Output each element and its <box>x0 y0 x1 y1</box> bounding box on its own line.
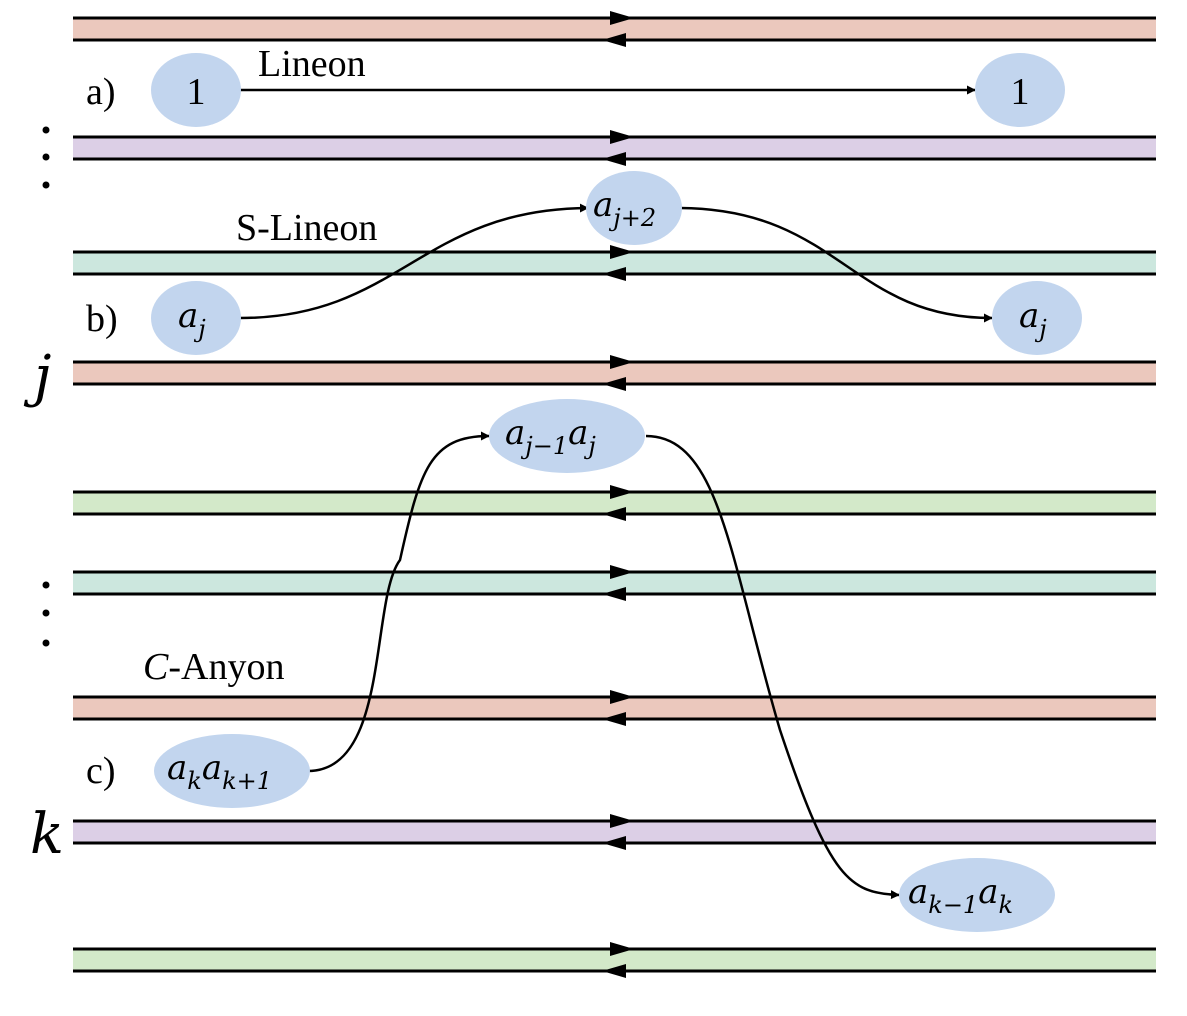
strip-fill <box>73 572 1156 594</box>
right-arrow-icon <box>610 355 634 369</box>
left-arrow-icon <box>602 33 626 47</box>
right-arrow-icon <box>610 130 634 144</box>
c-anyon-path-down <box>645 434 900 900</box>
right-arrow-icon <box>610 942 634 956</box>
c-anyon-path-up <box>307 431 490 773</box>
c-anyon-end-label: ak−1ak <box>908 872 1013 919</box>
left-arrow-icon <box>602 267 626 281</box>
lineon-start-bubble <box>151 53 241 127</box>
right-arrow-icon <box>610 565 634 579</box>
strip-8 <box>73 814 1156 850</box>
row-label-j: j <box>23 344 51 409</box>
lineon-end-label: 1 <box>1011 71 1030 113</box>
strip-2 <box>73 130 1156 166</box>
left-arrow-icon <box>602 152 626 166</box>
strip-4 <box>73 355 1156 391</box>
left-arrow-icon <box>602 712 626 726</box>
right-arrow-icon <box>610 814 634 828</box>
strip-3 <box>73 245 1156 281</box>
c-anyon-start-bubble <box>154 734 310 808</box>
lineon-end-bubble <box>975 53 1065 127</box>
strip-9 <box>73 942 1156 978</box>
c-anyon-start-label: akak+1 <box>167 748 272 795</box>
c-anyon-end-bubble <box>899 858 1055 932</box>
right-arrow-icon <box>610 485 634 499</box>
panel-a-label: a) <box>86 71 116 113</box>
strip-7 <box>73 690 1156 726</box>
s-lineon-start-bubble <box>151 281 241 355</box>
panel-a-title: Lineon <box>258 43 366 85</box>
strip-fill <box>73 362 1156 384</box>
panel-b-title: S-Lineon <box>236 207 377 249</box>
s-lineon-path-down <box>679 206 993 323</box>
s-lineon-mid-label: aj+2 <box>593 185 656 232</box>
strip-fill <box>73 252 1156 274</box>
lineon-start-label: 1 <box>187 71 206 113</box>
strip-fill <box>73 821 1156 843</box>
strip-fill <box>73 137 1156 159</box>
s-lineon-mid-bubble <box>586 171 682 245</box>
left-arrow-icon <box>602 377 626 391</box>
strip-6 <box>73 565 1156 601</box>
vertical-ellipsis-top <box>42 126 50 189</box>
right-arrow-icon <box>610 690 634 704</box>
left-arrow-icon <box>602 587 626 601</box>
strip-5 <box>73 485 1156 521</box>
strip-fill <box>73 697 1156 719</box>
s-lineon-end-bubble <box>992 281 1082 355</box>
right-arrow-icon <box>610 11 634 25</box>
left-arrow-icon <box>602 964 626 978</box>
c-anyon-mid-bubble <box>489 399 645 473</box>
strip-1 <box>73 11 1156 47</box>
strip-layer <box>73 11 1156 978</box>
s-lineon-path-up <box>239 203 589 320</box>
panel-b-label: b) <box>86 298 118 340</box>
left-arrow-icon <box>602 836 626 850</box>
left-arrow-icon <box>602 507 626 521</box>
right-arrow-icon <box>610 245 634 259</box>
panel-c-label: c) <box>86 750 116 792</box>
row-label-k: k <box>30 802 64 867</box>
strip-fill <box>73 492 1156 514</box>
strip-fill <box>73 949 1156 971</box>
panel-c-title: C-Anyon <box>143 646 284 688</box>
vertical-ellipsis-bottom <box>42 581 50 647</box>
strip-fill <box>73 18 1156 40</box>
